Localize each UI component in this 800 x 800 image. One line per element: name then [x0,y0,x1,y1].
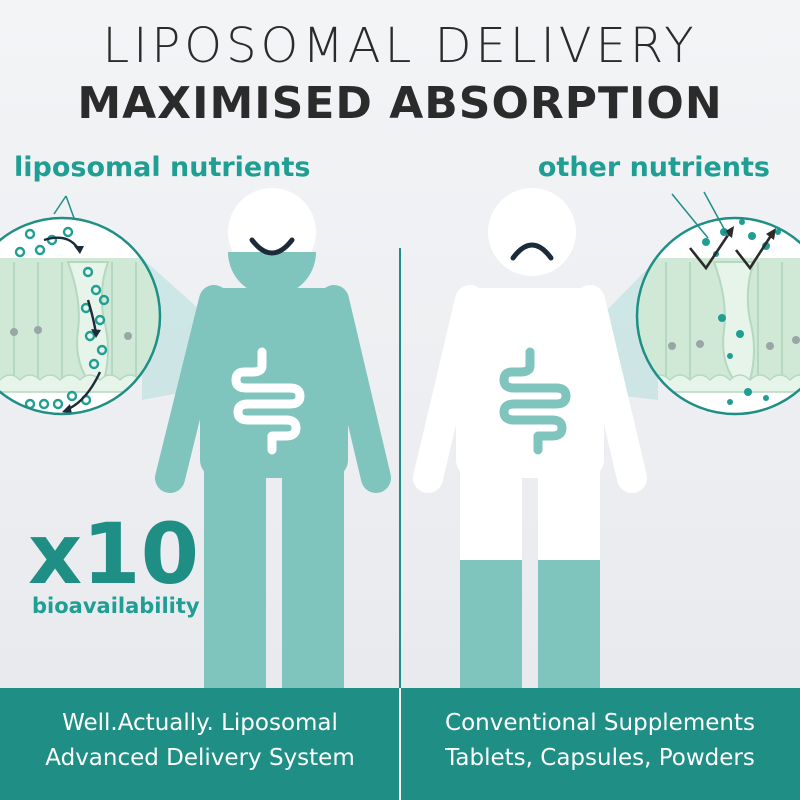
left-leg-l [204,460,266,688]
bounce-arrow-2 [734,233,774,271]
right-head [488,188,576,276]
bioavailability-factor: x10 [28,505,200,603]
left-figure [142,188,391,688]
sad-face-icon [510,242,554,261]
footer-right-line-2: Tablets, Capsules, Powders [445,745,755,771]
title-line-1: LIPOSOMAL DELIVERY [102,18,698,74]
right-magnifier [635,191,800,416]
footer-divider [399,688,401,800]
footer-left-caption: Well.Actually. Liposomal Advanced Delive… [0,706,400,776]
left-arm-r [319,285,391,493]
right-arm-r [575,285,647,493]
title-line-2: MAXIMISED ABSORPTION [77,78,723,129]
left-torso [200,288,348,478]
left-head-lower [228,252,316,296]
intestine-icon-right [499,347,571,455]
footer-right-line-1: Conventional Supplements [445,710,755,736]
left-arm-l [155,285,229,493]
right-leg-l [460,460,522,560]
bounce-arrow-1 [688,231,732,271]
intestine-icon [231,347,305,455]
right-leg-r [538,460,600,560]
other-nutrients-label: other nutrients [537,152,770,183]
right-torso [456,288,604,478]
footer-bar: Well.Actually. Liposomal Advanced Delive… [0,688,800,800]
bioavailability-caption: bioavailability [32,594,200,618]
right-leg-l-lower [460,560,522,688]
footer-right-caption: Conventional Supplements Tablets, Capsul… [400,706,800,776]
footer-left-line-1: Well.Actually. Liposomal [62,710,338,736]
right-leg-r-lower [538,560,600,688]
liposomal-nutrients-label: liposomal nutrients [14,152,311,183]
footer-left-line-2: Advanced Delivery System [45,745,355,771]
left-leg-r [282,460,344,688]
right-figure [413,188,658,688]
right-arm-l [413,285,485,493]
left-magnifier [0,195,162,416]
smile-face-icon [249,237,295,256]
